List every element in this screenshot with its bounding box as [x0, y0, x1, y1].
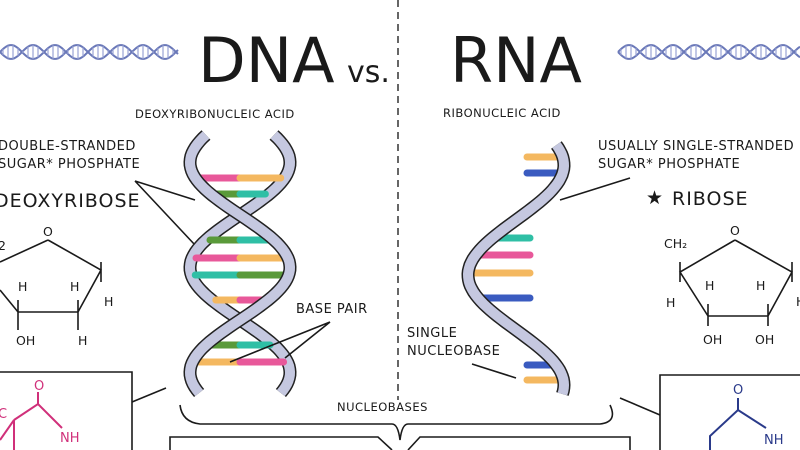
svg-text:H: H [70, 279, 79, 294]
svg-text:O: O [733, 383, 743, 398]
rna-sugar-name: RIBOSE [672, 188, 749, 210]
svg-text:O: O [43, 224, 53, 239]
svg-text:C: C [0, 407, 7, 422]
title-dna: DNA [198, 24, 335, 97]
dna-full-name: DEOXYRIBONUCLEIC ACID [135, 107, 295, 121]
svg-text:H: H [796, 294, 800, 309]
mini-strand [617, 44, 800, 60]
svg-text:H: H [756, 278, 765, 293]
rna-full-name: RIBONUCLEIC ACID [443, 106, 561, 120]
mini-rna-helix-icon [617, 44, 800, 60]
nucleobases-label: NUCLEOBASES [337, 400, 428, 414]
rna-strand-label-2: SUGAR* PHOSPHATE [598, 157, 740, 172]
title-rna: RNA [450, 24, 582, 97]
deoxyribose-structure: O 2 H H H OH H [0, 224, 113, 348]
svg-text:2: 2 [0, 238, 6, 253]
svg-text:H: H [78, 333, 87, 348]
dna-strand-label-2: SUGAR* PHOSPHATE [0, 157, 140, 172]
svg-text:OH: OH [755, 332, 774, 347]
svg-text:H: H [18, 279, 27, 294]
rna-sugar-star-icon: ★ [646, 187, 664, 209]
dna-strand-back [184, 131, 296, 397]
svg-text:NH: NH [60, 431, 80, 446]
single-nucleobase-pointer [471, 363, 517, 379]
ribose-structure: O CH₂ H H H H OH OH [664, 223, 800, 347]
svg-text:O: O [34, 379, 44, 394]
svg-text:H: H [666, 295, 675, 310]
dna-strand-label-1: DOUBLE-STRANDED [0, 139, 136, 154]
rna-strand [462, 142, 570, 396]
dna-sugar-name: DEOXYRIBOSE [0, 190, 141, 212]
nucleobase-panels [169, 436, 631, 450]
rna-strand-pointer [559, 177, 631, 201]
nucleobases-brace [179, 404, 614, 441]
single-nucleobase-label-1: SINGLE [407, 326, 457, 341]
mini-dna-helix-icon [0, 44, 179, 60]
dna-nucleobase-box: O NH C [0, 371, 167, 450]
rna-strand-label-1: USUALLY SINGLE-STRANDED [598, 139, 794, 154]
mini-strand [617, 44, 800, 60]
rna-nucleobase-box: O NH [619, 374, 800, 450]
single-nucleobase-label-2: NUCLEOBASE [407, 344, 500, 359]
svg-text:NH: NH [764, 433, 784, 448]
dna-strand-pointer [134, 180, 196, 246]
dna-strand-front [184, 131, 296, 397]
svg-text:O: O [730, 223, 740, 238]
svg-text:OH: OH [16, 333, 35, 348]
svg-text:H: H [705, 278, 714, 293]
base-pair-label: BASE PAIR [296, 302, 368, 317]
svg-text:H: H [104, 294, 113, 309]
svg-text:OH: OH [703, 332, 722, 347]
title-vs: vs. [347, 55, 390, 90]
base-pair-pointer [229, 321, 331, 363]
rna-single-strand [461, 141, 571, 396]
dna-double-helix [183, 130, 297, 398]
svg-text:CH₂: CH₂ [664, 236, 687, 251]
